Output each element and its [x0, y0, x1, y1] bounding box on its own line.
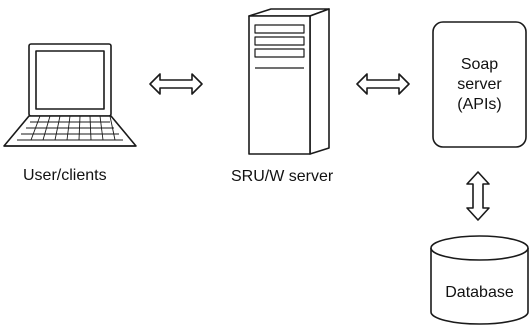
server-tower-icon — [248, 8, 330, 155]
arrow-sru-soap — [356, 73, 410, 95]
laptop-icon — [3, 43, 137, 147]
soap-server-box — [432, 21, 527, 148]
sru-server-label: SRU/W server — [231, 168, 334, 185]
arrow-client-sru — [149, 73, 203, 95]
client-label: User/clients — [23, 167, 107, 184]
soap-server-label: Soap server (APIs) — [457, 56, 502, 113]
database-cylinder-icon — [430, 235, 529, 325]
database-label: Database — [445, 284, 514, 301]
arrow-soap-database — [466, 171, 490, 221]
